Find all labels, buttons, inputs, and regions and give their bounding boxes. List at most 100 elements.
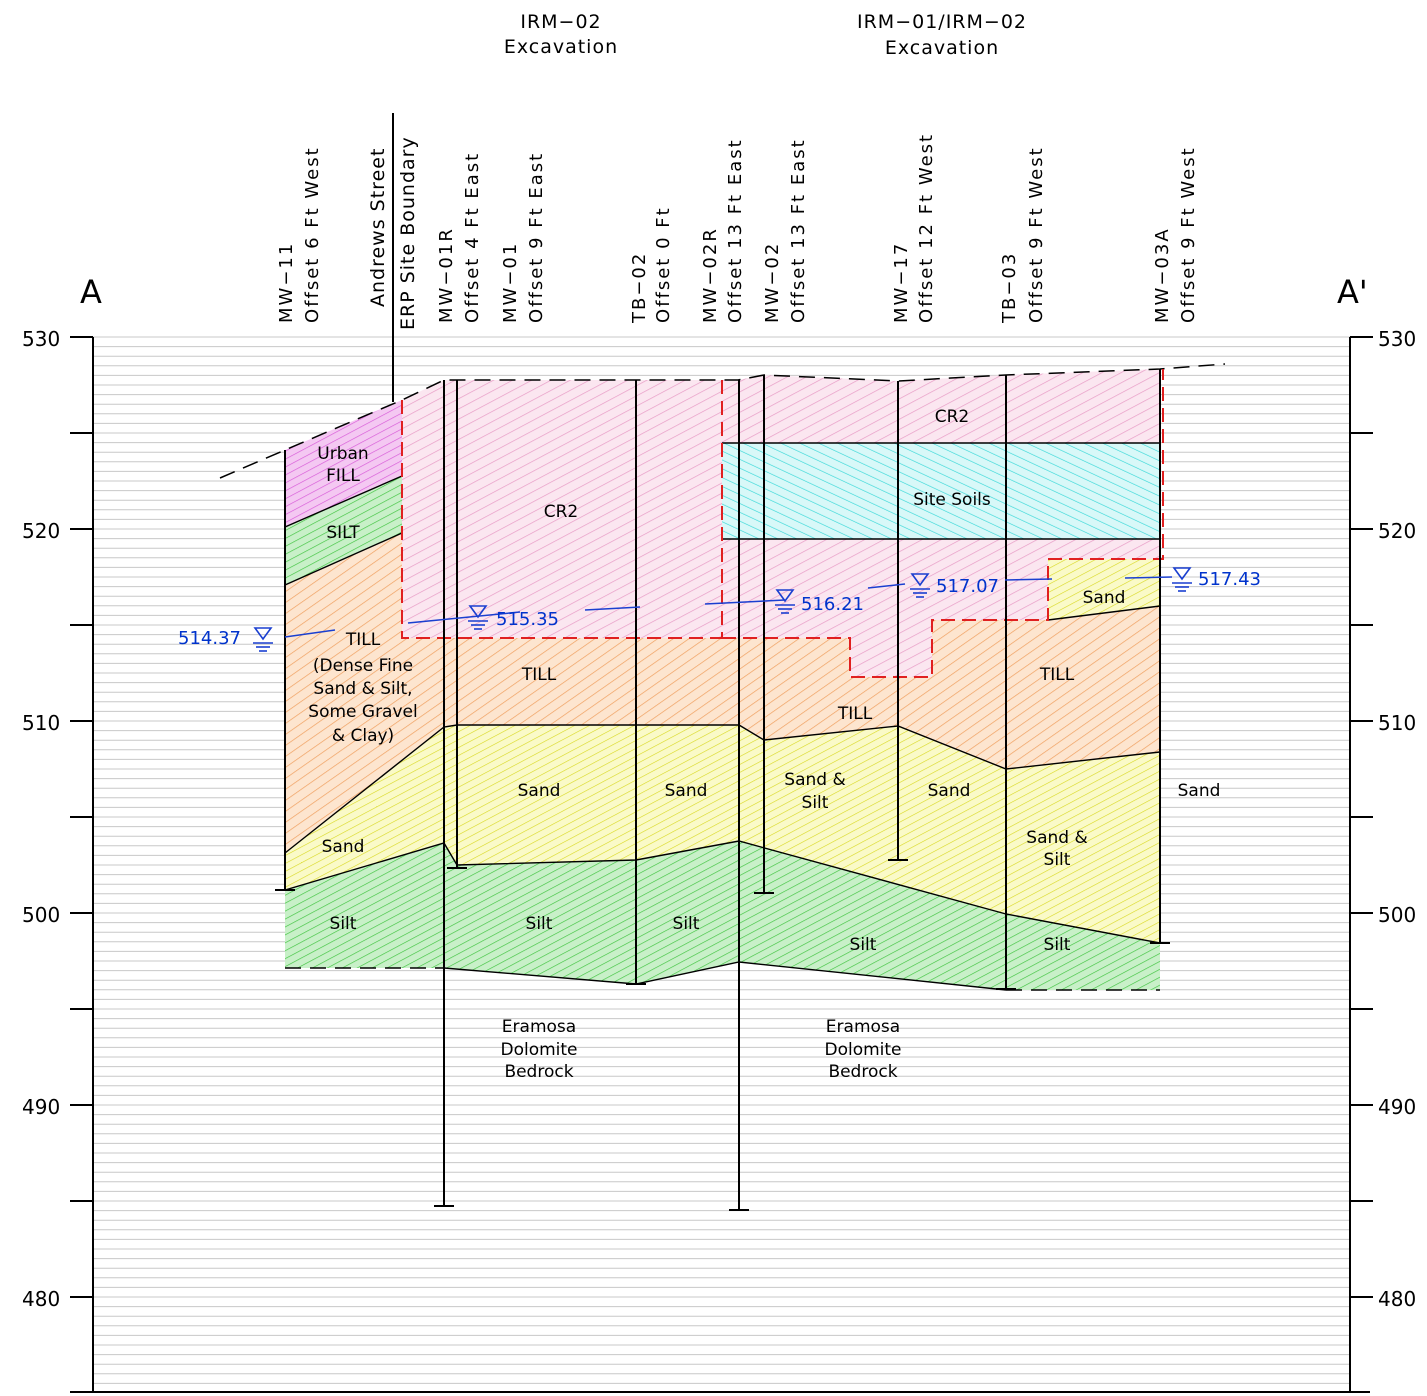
y-tick-label: 490 [1378, 1095, 1416, 1119]
excavation-headers: IRM−02 Excavation IRM−01/IRM−02 Excavati… [504, 11, 1027, 59]
borehole-id: MW−01 [500, 242, 521, 323]
borehole-id: MW−03A [1152, 227, 1173, 323]
borehole-logs [275, 369, 1170, 1211]
sand-label: Sand [1083, 588, 1126, 608]
y-tick-label: 530 [22, 327, 60, 351]
y-axis-left: 530 520 510 500 490 480 [22, 327, 60, 1311]
street-label: Andrews Street [367, 148, 389, 307]
water-level-markers [253, 567, 1192, 652]
borehole-offset: Offset 9 Ft West [1026, 146, 1047, 323]
y-tick-label: 530 [1378, 327, 1416, 351]
silt-label: Silt [330, 914, 357, 934]
water-level-label: 517.43 [1198, 569, 1261, 590]
borehole-id: MW−11 [276, 242, 297, 323]
excavation-title: IRM−01/IRM−02 [857, 11, 1027, 33]
section-end-label: A' [1337, 273, 1368, 311]
borehole-id: TB−02 [629, 252, 650, 324]
excavation-subtitle: Excavation [885, 37, 999, 59]
borehole-labels: MW−11 Offset 6 Ft West Andrews Street ER… [276, 133, 1199, 330]
y-tick-label: 490 [22, 1095, 60, 1119]
sand-silt-label: Silt [802, 793, 829, 813]
borehole-offset: Offset 4 Ft East [462, 152, 483, 323]
till-label: TILL [521, 665, 557, 685]
sand-unit [285, 725, 1160, 943]
water-level-label: 516.21 [801, 594, 864, 615]
y-tick-label: 500 [1378, 903, 1416, 927]
bedrock-label: Eramosa [502, 1017, 576, 1037]
borehole-offset: Offset 6 Ft West [302, 146, 323, 323]
sand-silt-label: Sand & [784, 770, 845, 790]
sand-silt-label: Silt [1044, 850, 1071, 870]
sand-label: Sand [1178, 781, 1221, 801]
water-triangle-icon [1172, 567, 1192, 581]
borehole-id: MW−01R [436, 227, 457, 323]
bedrock-label: Dolomite [824, 1040, 901, 1060]
y-tick-label: 500 [22, 903, 60, 927]
water-level-label: 514.37 [178, 628, 241, 649]
water-triangle-icon [468, 605, 488, 619]
y-tick-label: 510 [22, 711, 60, 735]
y-tick-label: 520 [22, 519, 60, 543]
borehole-offset: Offset 9 Ft East [526, 152, 547, 323]
site-soils-unit [722, 443, 1160, 539]
sand-silt-label: Sand & [1026, 828, 1087, 848]
water-table [284, 576, 1173, 638]
borehole-id: MW−02R [700, 227, 721, 323]
excavation-limits [401, 369, 1164, 678]
section-start-label: A [80, 273, 102, 311]
borehole-offset: Offset 13 Ft East [725, 138, 746, 323]
water-level-symbol [1172, 567, 1192, 592]
y-tick-label: 480 [22, 1287, 60, 1311]
till-description: (Dense Fine [313, 656, 413, 676]
sand-unit-right [1048, 559, 1160, 620]
water-level-label: 515.35 [496, 609, 559, 630]
till-description: Sand & Silt, [313, 679, 412, 699]
till-label: TILL [1039, 665, 1075, 685]
silt-label: Silt [673, 914, 700, 934]
y-tick-label: 510 [1378, 711, 1416, 735]
borehole-offset: Offset 13 Ft East [788, 138, 809, 323]
excavation-subtitle: Excavation [504, 36, 618, 58]
y-tick-label: 480 [1378, 1287, 1416, 1311]
urban-fill-label: Urban [317, 444, 368, 464]
site-soils-label: Site Soils [913, 490, 991, 510]
cr2-label: CR2 [935, 407, 970, 427]
till-label: TILL [345, 630, 381, 650]
borehole-id: TB−03 [999, 252, 1020, 324]
silt-label: Silt [850, 935, 877, 955]
urban-fill-unit [285, 400, 402, 527]
urban-fill-label: FILL [326, 466, 360, 486]
y-tick-label: 520 [1378, 519, 1416, 543]
water-level-label: 517.07 [936, 576, 999, 597]
water-level-symbol [775, 589, 795, 614]
unit-labels: Urban FILL SILT TILL (Dense Fine Sand & … [308, 407, 1220, 1082]
excavation-title: IRM−02 [520, 11, 601, 33]
water-level-symbol [253, 627, 273, 652]
till-description: & Clay) [332, 726, 394, 746]
water-triangle-icon [253, 627, 273, 641]
geologic-units [285, 369, 1160, 990]
sand-label: Sand [518, 781, 561, 801]
borehole-offset: Offset 9 Ft West [1178, 146, 1199, 323]
borehole-offset: Offset 12 Ft West [916, 133, 937, 323]
bedrock-label: Dolomite [500, 1040, 577, 1060]
bedrock-label: Bedrock [828, 1062, 897, 1082]
sand-label: Sand [665, 781, 708, 801]
sand-label: Sand [928, 781, 971, 801]
water-level-symbol [468, 605, 488, 630]
bedrock-label: Eramosa [826, 1017, 900, 1037]
bedrock-label: Bedrock [504, 1062, 573, 1082]
site-boundary-label: ERP Site Boundary [397, 136, 419, 330]
ground-surface [219, 363, 1226, 991]
sand-label: Sand [322, 837, 365, 857]
section-frame [70, 337, 1370, 1393]
water-triangle-icon [775, 589, 795, 603]
silt-upper-unit [285, 476, 402, 585]
till-unit [285, 533, 1160, 853]
till-description: Some Gravel [308, 702, 417, 722]
borehole-offset: Offset 0 Ft [653, 206, 674, 323]
silt-label: SILT [326, 523, 360, 543]
y-axis-right: 530 520 510 500 490 480 [1378, 327, 1416, 1311]
silt-label: Silt [526, 914, 553, 934]
